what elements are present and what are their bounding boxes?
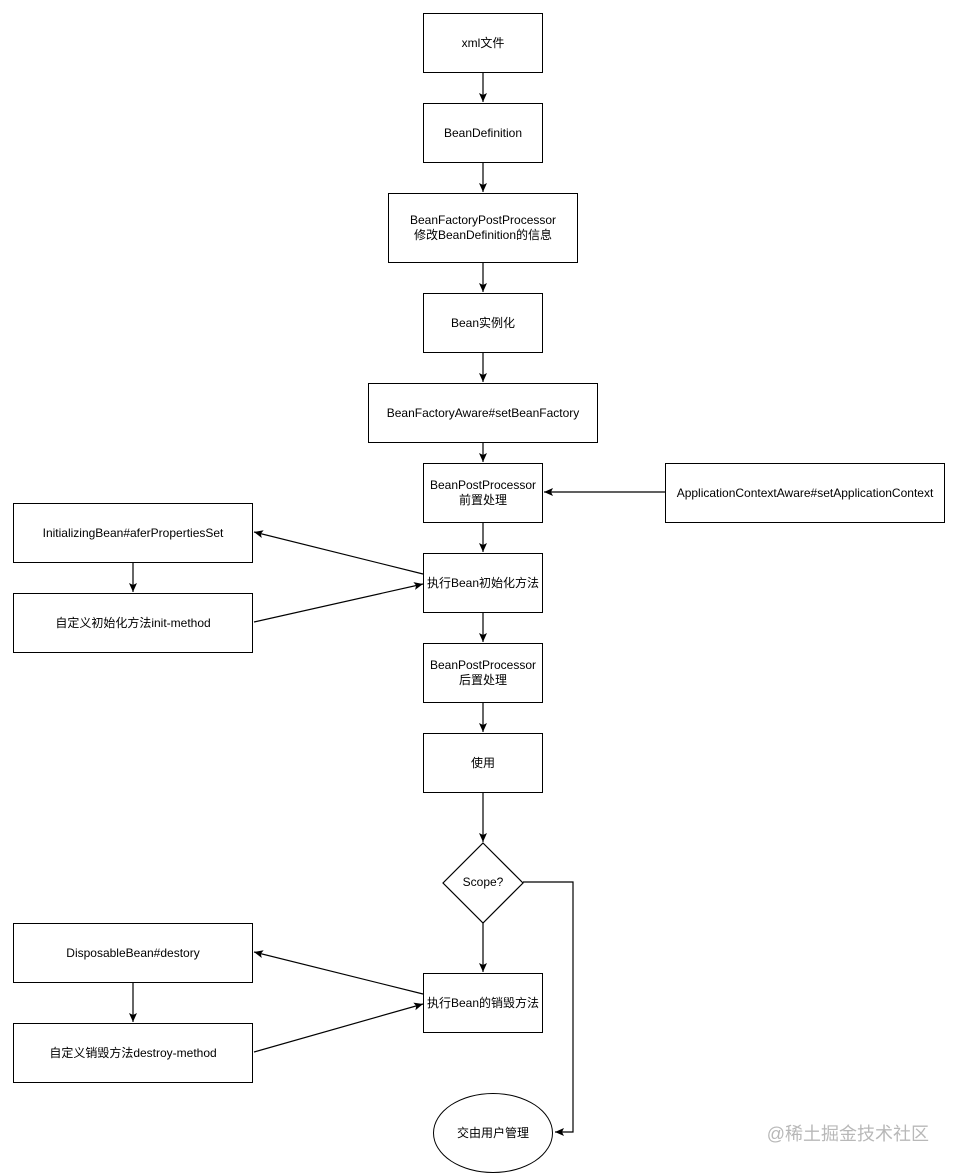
scope-decision-shape	[442, 842, 524, 924]
application-context-aware-label: ApplicationContextAware#setApplicationCo…	[676, 485, 934, 500]
edge-exec-destroy-to-disposable	[253, 950, 424, 995]
bean-factory-post-processor-node: BeanFactoryPostProcessor 修改BeanDefinitio…	[388, 193, 578, 263]
initializing-bean-node: InitializingBean#aferPropertiesSet	[13, 503, 253, 563]
use-label: 使用	[470, 755, 495, 770]
init-method-label: 自定义初始化方法init-method	[55, 615, 211, 630]
execute-destroy-node: 执行Bean的销毁方法	[423, 973, 543, 1033]
bean-definition-label: BeanDefinition	[443, 125, 523, 140]
watermark: @稀土掘金技术社区	[766, 1124, 929, 1144]
bean-factory-aware-node: BeanFactoryAware#setBeanFactory	[368, 383, 598, 443]
use-node: 使用	[423, 733, 543, 793]
user-managed-node: 交由用户管理	[433, 1093, 553, 1173]
bean-post-processor-after-label: BeanPostProcessor 后置处理	[429, 658, 537, 687]
bean-instantiation-node: Bean实例化	[423, 293, 543, 353]
bean-post-processor-after-node: BeanPostProcessor 后置处理	[423, 643, 543, 703]
edge-scope-to-user-managed	[523, 881, 574, 1136]
xml-file-label: xml文件	[461, 35, 505, 50]
bean-post-processor-before-label: BeanPostProcessor 前置处理	[429, 478, 537, 507]
scope-decision-label: Scope?	[462, 875, 504, 889]
bean-definition-node: BeanDefinition	[423, 103, 543, 163]
edge-init-method-to-exec-init	[253, 582, 424, 623]
execute-destroy-label: 执行Bean的销毁方法	[426, 995, 540, 1010]
bean-post-processor-before-node: BeanPostProcessor 前置处理	[423, 463, 543, 523]
execute-init-label: 执行Bean初始化方法	[426, 575, 540, 590]
execute-init-node: 执行Bean初始化方法	[423, 553, 543, 613]
disposable-bean-label: DisposableBean#destory	[66, 945, 200, 960]
initializing-bean-label: InitializingBean#aferPropertiesSet	[42, 525, 224, 540]
bean-factory-post-processor-label: BeanFactoryPostProcessor 修改BeanDefinitio…	[409, 213, 557, 242]
init-method-node: 自定义初始化方法init-method	[13, 593, 253, 653]
bean-instantiation-label: Bean实例化	[450, 315, 516, 330]
application-context-aware-node: ApplicationContextAware#setApplicationCo…	[665, 463, 945, 523]
destroy-method-node: 自定义销毁方法destroy-method	[13, 1023, 253, 1083]
xml-file-node: xml文件	[423, 13, 543, 73]
destroy-method-label: 自定义销毁方法destroy-method	[49, 1045, 217, 1060]
user-managed-label: 交由用户管理	[456, 1125, 529, 1140]
disposable-bean-node: DisposableBean#destory	[13, 923, 253, 983]
bean-factory-aware-label: BeanFactoryAware#setBeanFactory	[386, 405, 580, 420]
edge-destroy-method-to-exec-destroy	[253, 1002, 424, 1053]
edge-exec-init-to-initializing	[253, 530, 424, 575]
